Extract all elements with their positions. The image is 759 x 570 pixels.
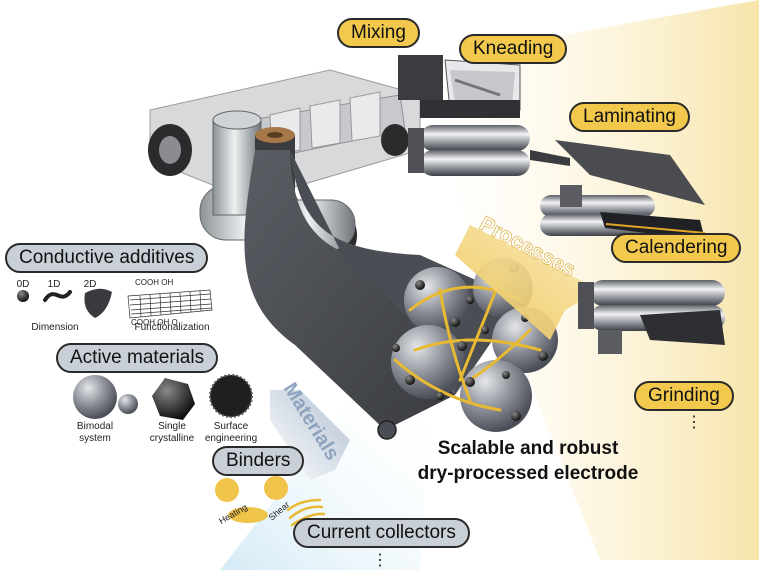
- materials-more: ⋮: [372, 552, 388, 569]
- electrode-sheet-fold: [290, 150, 520, 395]
- surface-engineering-caption: Surface engineering: [204, 421, 258, 444]
- single-crystalline-caption: Single crystalline: [149, 421, 195, 444]
- kneading-machine: [398, 55, 521, 118]
- category-active-materials: Active materials: [56, 343, 219, 373]
- materials-arrow: [270, 390, 350, 480]
- category-binders: Binders: [212, 446, 305, 476]
- conductive-icons: [17, 288, 213, 319]
- category-conductive-additives: Conductive additives: [5, 243, 209, 273]
- functionalization-caption: Functionalization: [134, 322, 210, 333]
- step-grinding: Grinding: [634, 381, 734, 411]
- dim-0d: 0D: [16, 279, 30, 290]
- func-groups-top: COOH OH: [135, 278, 174, 287]
- step-calendering: Calendering: [611, 233, 742, 263]
- dim-2d: 2D: [83, 279, 97, 290]
- headline: Scalable and robust dry-processed electr…: [398, 436, 658, 486]
- category-current-collectors: Current collectors: [293, 518, 470, 548]
- processes-arrow: [455, 225, 600, 340]
- headline-line2: dry-processed electrode: [417, 463, 639, 484]
- func-groups-bottom: COOH OH O: [131, 318, 178, 327]
- laminating-rollers: [408, 125, 570, 176]
- processes-more: ⋮: [686, 414, 702, 431]
- bimodal-caption: Bimodal system: [76, 421, 114, 444]
- step-mixing: Mixing: [337, 18, 420, 48]
- dim-1d: 1D: [47, 279, 61, 290]
- press-rollers: [540, 185, 706, 240]
- step-kneading: Kneading: [459, 34, 568, 64]
- headline-line1: Scalable and robust: [437, 438, 619, 459]
- dimension-caption: Dimension: [31, 322, 79, 333]
- binder-icons: [215, 476, 326, 527]
- step-laminating: Laminating: [569, 102, 690, 132]
- calendering-rollers: [578, 280, 725, 354]
- film-sheet: [555, 140, 705, 205]
- active-material-icons: [73, 374, 253, 420]
